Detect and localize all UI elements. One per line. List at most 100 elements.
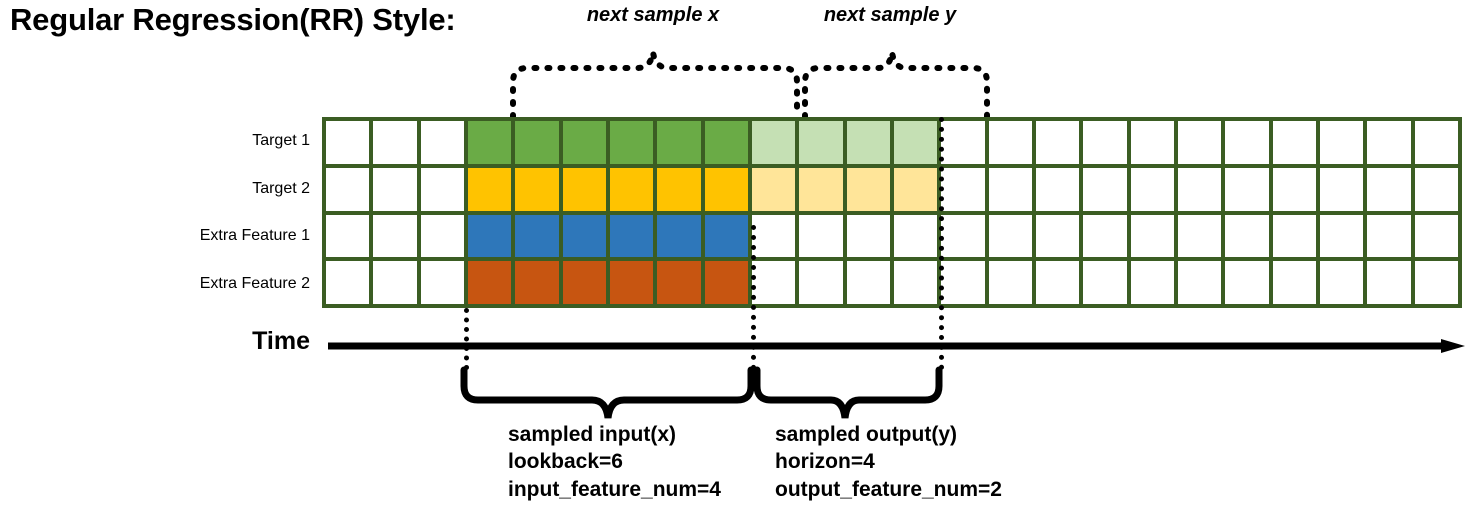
grid-cell-extra-feature-1-t4 (467, 214, 512, 258)
grid-cell-target-1-t12 (846, 121, 890, 164)
grid-cell-target-1-t6 (562, 121, 606, 164)
caption-output-line-3: output_feature_num=2 (775, 477, 1002, 501)
grid-cell-target-2-t17 (1083, 167, 1127, 211)
grid-cell-extra-feature-2-t18 (1130, 261, 1174, 304)
grid-cell-extra-feature-1-t8 (657, 214, 701, 258)
grid-cell-extra-feature-1-t16 (1035, 214, 1080, 258)
caption-sampled-output: sampled output(y) horizon=4 output_featu… (775, 421, 1002, 503)
grid-cell-target-2-t3 (420, 167, 464, 211)
grid-cell-target-1-t14 (941, 121, 985, 164)
grid-cell-extra-feature-1-t1 (326, 214, 370, 258)
grid-cell-target-1-t24 (1414, 121, 1458, 164)
annotation-next-sample-y: next sample y (823, 4, 957, 26)
caption-input-line-3: input_feature_num=4 (508, 477, 721, 501)
brace-next-sample-y (802, 51, 990, 120)
grid-cell-extra-feature-1-t3 (420, 214, 464, 258)
grid-cell-target-2-t16 (1035, 167, 1080, 211)
grid-cell-target-1-t1 (326, 121, 370, 164)
grid-cell-extra-feature-1-t6 (562, 214, 606, 258)
caption-input-line-2: lookback=6 (508, 450, 623, 474)
grid-cell-extra-feature-1-t21 (1272, 214, 1316, 258)
grid-cell-extra-feature-1-t5 (515, 214, 559, 258)
grid-cell-target-2-t6 (562, 167, 606, 211)
grid-cell-target-1-t22 (1319, 121, 1364, 164)
grid-cell-extra-feature-2-t3 (420, 261, 464, 304)
guide-line-output-end (939, 117, 944, 370)
grid-cell-extra-feature-2-t10 (751, 261, 796, 304)
row-label-target-1: Target 1 (0, 117, 310, 165)
grid-cell-extra-feature-2-t17 (1083, 261, 1127, 304)
grid-cell-target-2-t9 (704, 167, 748, 211)
grid-cell-extra-feature-2-t13 (893, 261, 938, 304)
grid-cell-extra-feature-2-t20 (1225, 261, 1269, 304)
guide-line-input-start (464, 308, 469, 370)
grid-cell-target-2-t1 (326, 167, 370, 211)
grid-cell-target-2-t23 (1367, 167, 1411, 211)
grid-cell-target-1-t20 (1225, 121, 1269, 164)
page-title: Regular Regression(RR) Style: (10, 2, 456, 37)
grid-cell-extra-feature-1-t11 (799, 214, 843, 258)
grid-cell-target-2-t19 (1177, 167, 1222, 211)
grid-cell-extra-feature-1-t19 (1177, 214, 1222, 258)
grid-cell-extra-feature-1-t14 (941, 214, 985, 258)
grid-cell-extra-feature-2-t11 (799, 261, 843, 304)
grid-cell-target-2-t2 (373, 167, 417, 211)
grid-cell-extra-feature-2-t12 (846, 261, 890, 304)
timeseries-grid (322, 117, 1462, 308)
grid-cell-extra-feature-2-t9 (704, 261, 748, 304)
grid-cell-extra-feature-1-t17 (1083, 214, 1127, 258)
row-label-extra-feature-1: Extra Feature 1 (0, 213, 310, 261)
grid-cell-target-2-t15 (988, 167, 1032, 211)
grid-cell-extra-feature-2-t5 (515, 261, 559, 304)
grid-cell-extra-feature-2-t16 (1035, 261, 1080, 304)
row-label-extra-feature-2: Extra Feature 2 (0, 260, 310, 308)
time-axis-arrow (328, 339, 1465, 353)
grid-cell-target-2-t20 (1225, 167, 1269, 211)
grid-cell-target-1-t2 (373, 121, 417, 164)
grid-cell-target-1-t9 (704, 121, 748, 164)
grid-cell-target-1-t17 (1083, 121, 1127, 164)
grid-cell-extra-feature-1-t18 (1130, 214, 1174, 258)
grid-cell-extra-feature-2-t19 (1177, 261, 1222, 304)
caption-output-line-1: sampled output(y) (775, 423, 957, 446)
grid-cell-target-2-t10 (751, 167, 796, 211)
grid-cell-target-1-t3 (420, 121, 464, 164)
grid-cell-target-2-t13 (893, 167, 938, 211)
grid-cell-target-1-t15 (988, 121, 1032, 164)
grid-cell-target-1-t13 (893, 121, 938, 164)
grid-cell-extra-feature-1-t7 (609, 214, 654, 258)
grid-cell-target-1-t16 (1035, 121, 1080, 164)
grid-cell-target-1-t5 (515, 121, 559, 164)
grid-cell-extra-feature-2-t21 (1272, 261, 1316, 304)
grid-cell-target-2-t14 (941, 167, 985, 211)
grid-cell-target-2-t5 (515, 167, 559, 211)
grid-cell-target-2-t12 (846, 167, 890, 211)
grid-cell-extra-feature-1-t13 (893, 214, 938, 258)
grid-cell-target-2-t7 (609, 167, 654, 211)
grid-cell-extra-feature-2-t23 (1367, 261, 1411, 304)
grid-cell-target-1-t18 (1130, 121, 1174, 164)
grid-cell-target-1-t10 (751, 121, 796, 164)
row-label-text: Extra Feature 1 (199, 227, 310, 245)
grid-cell-extra-feature-1-t15 (988, 214, 1032, 258)
grid-cell-extra-feature-1-t22 (1319, 214, 1364, 258)
row-label-column: Target 1 Target 2 Extra Feature 1 Extra … (0, 117, 310, 308)
grid-cell-extra-feature-2-t4 (467, 261, 512, 304)
grid-cell-target-1-t4 (467, 121, 512, 164)
row-label-text: Target 2 (252, 179, 310, 197)
grid-cell-extra-feature-2-t6 (562, 261, 606, 304)
grid-cell-target-1-t21 (1272, 121, 1316, 164)
grid-cell-target-1-t19 (1177, 121, 1222, 164)
grid-cell-target-2-t22 (1319, 167, 1364, 211)
row-label-text: Extra Feature 2 (199, 275, 310, 293)
grid-cell-extra-feature-2-t2 (373, 261, 417, 304)
grid-cell-target-2-t8 (657, 167, 701, 211)
grid-cell-extra-feature-1-t23 (1367, 214, 1411, 258)
grid-cell-extra-feature-2-t7 (609, 261, 654, 304)
brace-next-sample-x (510, 51, 800, 120)
grid-cell-extra-feature-2-t14 (941, 261, 985, 304)
brace-sampled-input (460, 366, 755, 419)
brace-sampled-output (753, 366, 943, 419)
grid-cell-extra-feature-2-t15 (988, 261, 1032, 304)
